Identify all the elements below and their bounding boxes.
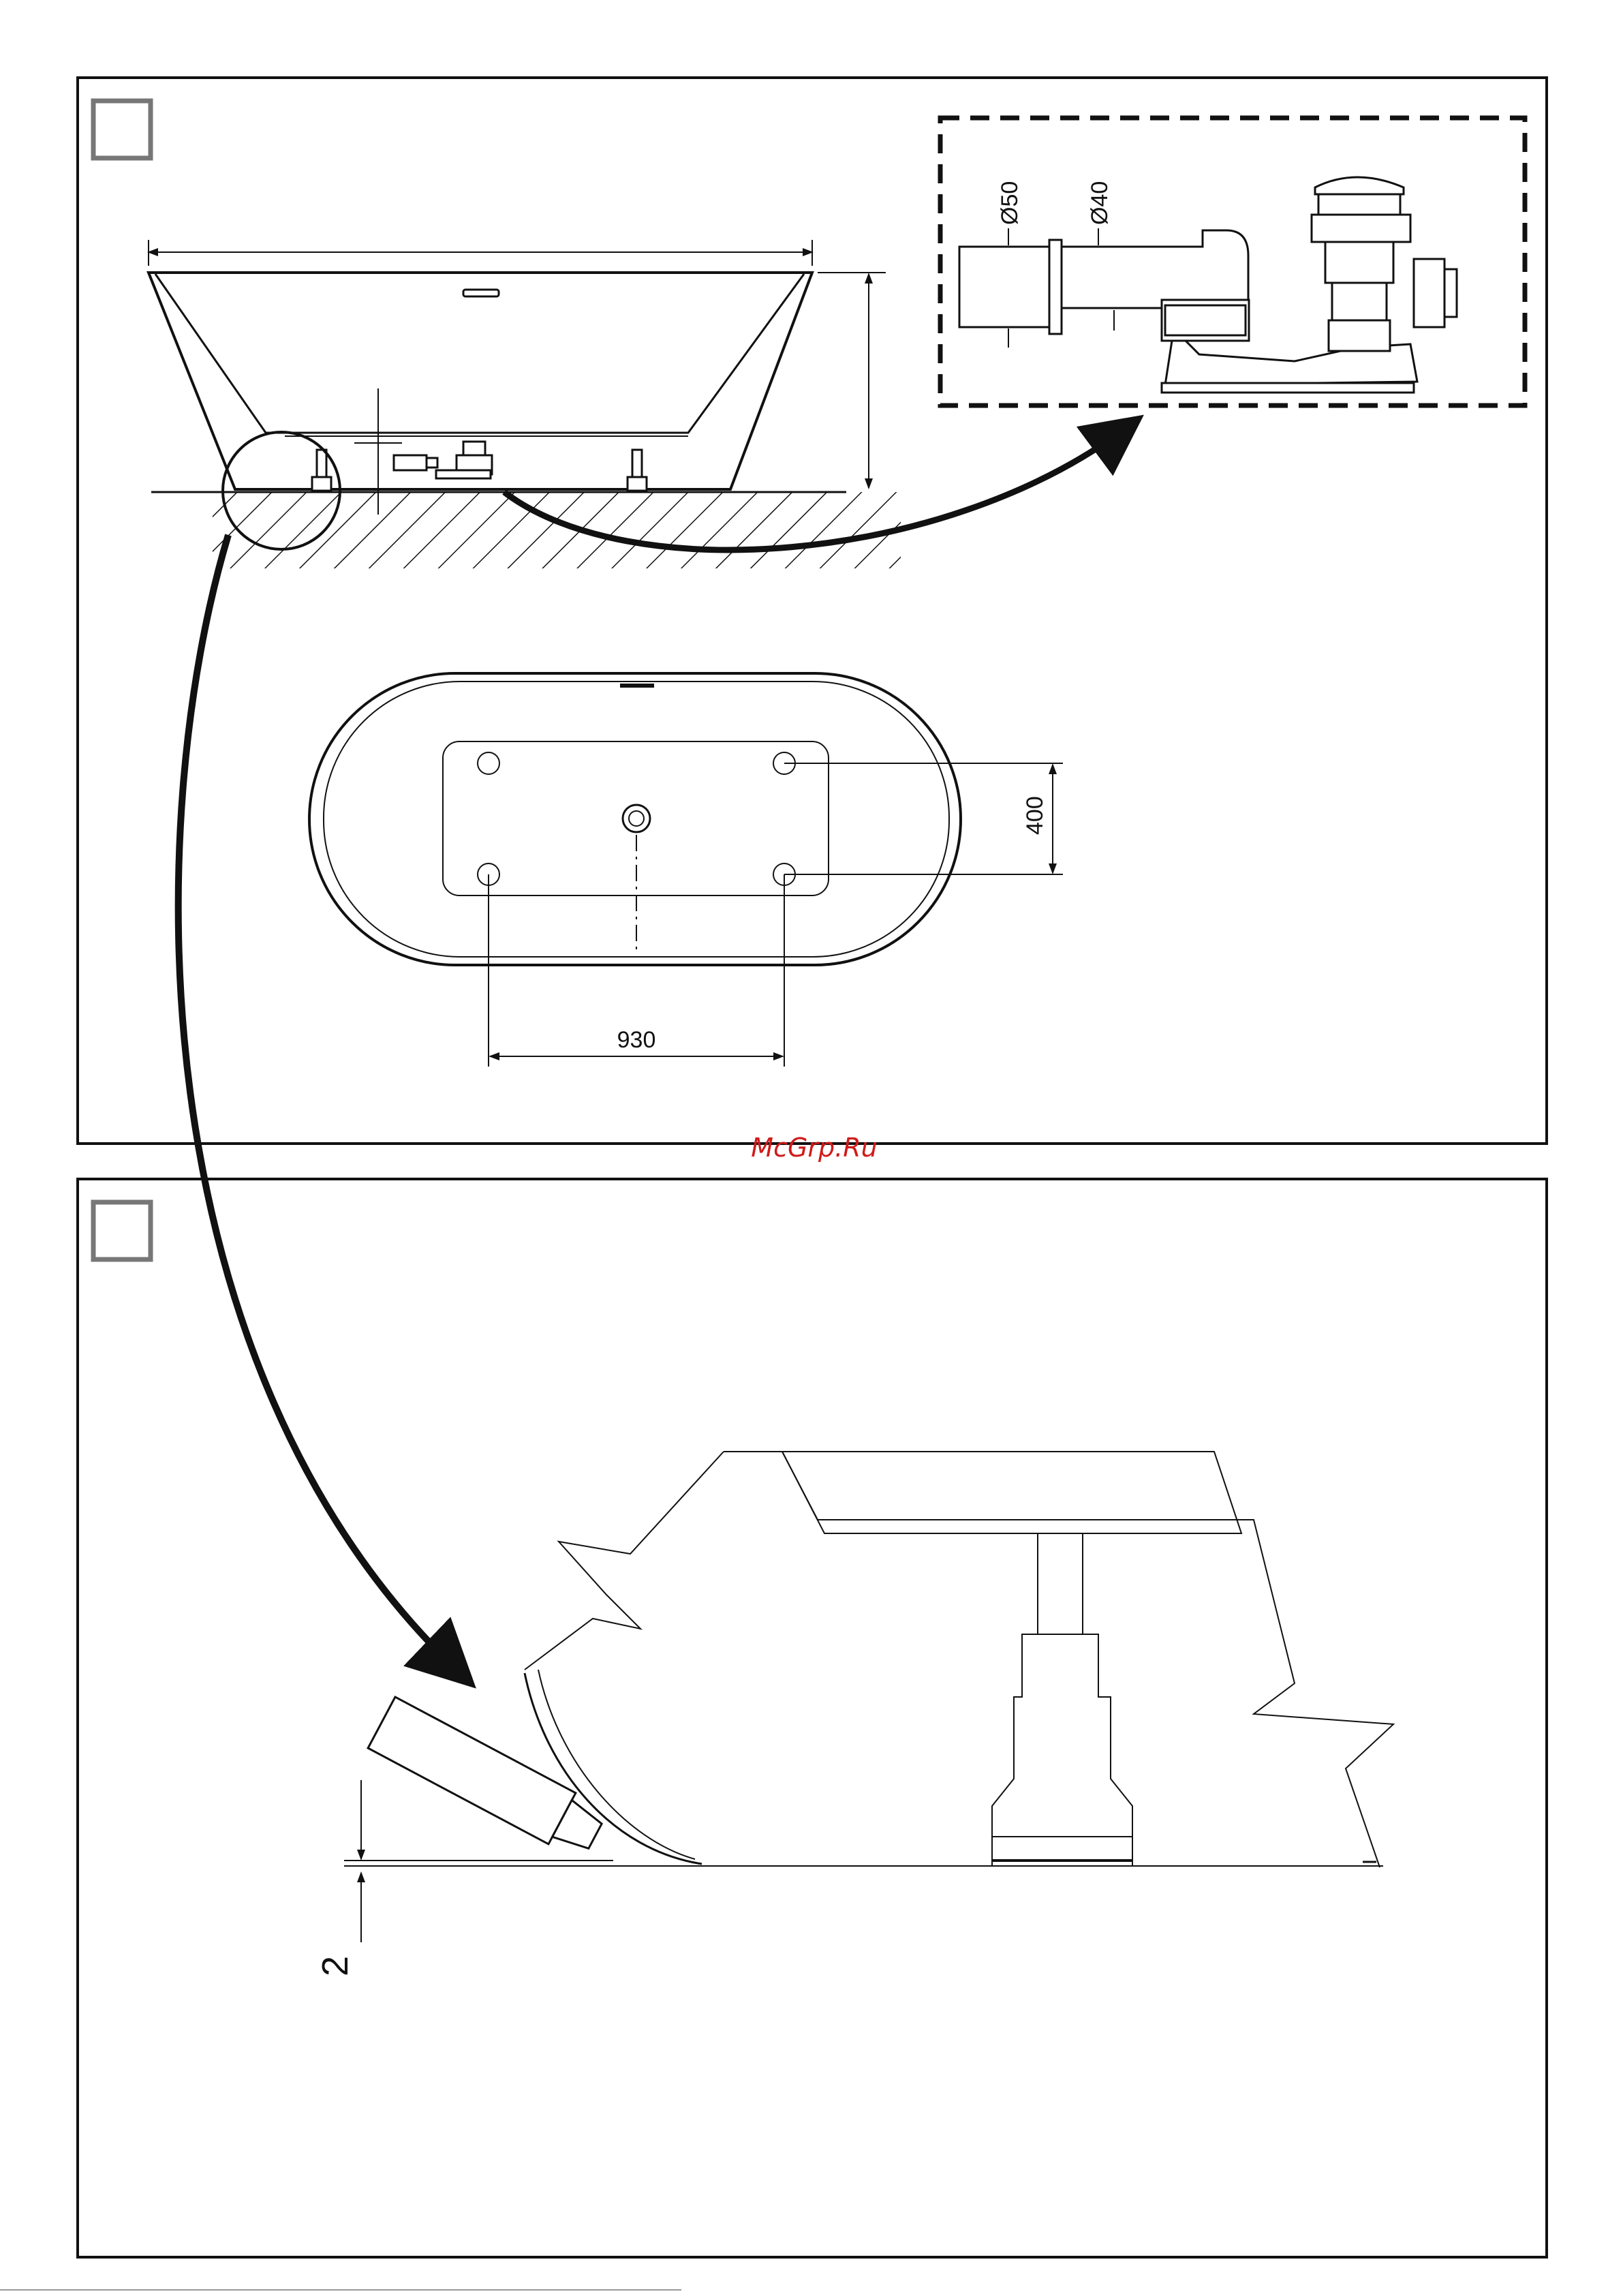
spacer-tool <box>368 1697 608 1862</box>
siphon-detail: Ø50 Ø40 <box>940 118 1525 405</box>
bathtub-side-view <box>149 273 812 491</box>
outlet-pipe-50 <box>959 247 1055 327</box>
watermark: McGrp.Ru <box>751 1133 877 1163</box>
dimension-400-label: 400 <box>1022 796 1048 835</box>
dimension-lines-top <box>489 763 1063 1067</box>
bathtub-top-view <box>309 673 961 965</box>
leg-position-tl <box>478 752 499 774</box>
detail-view <box>354 1452 1393 1867</box>
panel-1-step-box <box>93 101 151 158</box>
gap-dimension-label: 2 <box>315 1956 356 1976</box>
panel-1: Ø50 Ø40 400 930 <box>78 78 1547 1144</box>
panel-2-leg-rod <box>1038 1533 1083 1634</box>
tub-outer-rim <box>309 673 961 965</box>
dimension-930-label: 930 <box>617 1027 656 1053</box>
outlet-pipe-40 <box>1062 230 1248 308</box>
panel-2-leg-foot <box>992 1634 1132 1866</box>
diameter-40-label: Ø40 <box>1087 181 1113 225</box>
panel-2-step-box <box>93 1202 151 1259</box>
tub-inner-rim <box>324 682 949 957</box>
drain-position <box>623 805 650 832</box>
arrow-to-panel-2 <box>179 535 457 1670</box>
diameter-50-label: Ø50 <box>997 181 1023 225</box>
popup-cap <box>1315 177 1404 194</box>
panel-2: 2 <box>78 1179 1547 2257</box>
panel-2-frame <box>78 1179 1547 2257</box>
